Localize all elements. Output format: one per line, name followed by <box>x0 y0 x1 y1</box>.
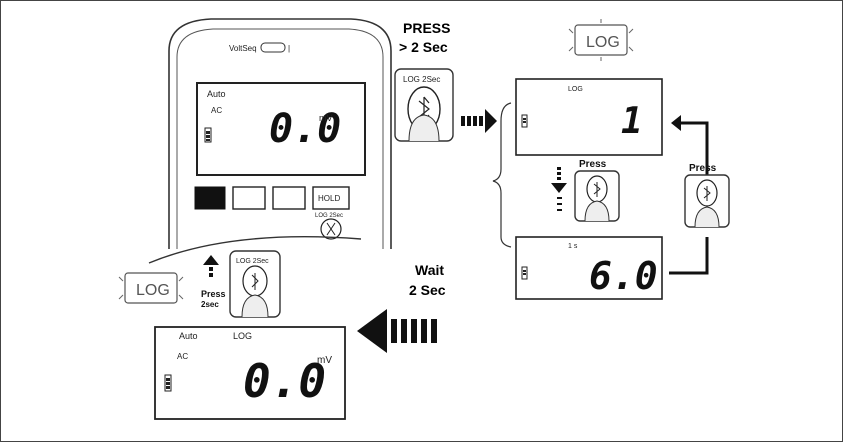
press-instruction-line2: > 2 Sec <box>399 39 448 55</box>
bottom-button-card-label: LOG 2Sec <box>236 258 269 265</box>
final-display-log-tag: LOG <box>233 331 252 341</box>
battery-icon <box>521 114 528 128</box>
log-number-tag: LOG <box>568 86 583 93</box>
finger-icon <box>694 206 720 228</box>
step-wait: Wait 2 Sec <box>357 262 446 353</box>
finger-icon <box>584 200 610 222</box>
arrow-left-icon <box>357 309 437 353</box>
log-time-display: 1 s 6.0 <box>515 236 663 300</box>
finger-icon <box>408 114 440 142</box>
finger-icon <box>241 294 269 318</box>
step-press-long: PRESS > 2 Sec LOG 2Sec <box>394 20 454 142</box>
range-switch: VoltSeq | <box>229 42 290 53</box>
arrow-up-icon <box>203 255 219 265</box>
elbow-connector <box>669 237 709 275</box>
elbow-arrow-up-left-icon <box>671 115 709 177</box>
battery-icon <box>204 127 212 143</box>
press-side: Press <box>684 163 730 228</box>
svg-text:|: | <box>288 44 290 53</box>
press-side-label: Press <box>689 163 717 174</box>
bracket <box>492 102 512 248</box>
final-display: Auto LOG AC 0.0 mV <box>154 326 346 420</box>
main-meter: VoltSeq | Auto AC 0.0 mV HOLD LOG 2Sec <box>168 18 392 249</box>
press-middle: Press <box>551 159 620 222</box>
meter-button-3[interactable] <box>272 186 306 210</box>
press-instruction-line1: PRESS <box>403 20 450 36</box>
meter-button-2[interactable] <box>232 186 266 210</box>
log-indicator-top: LOG <box>568 19 634 61</box>
final-display-mode: Auto <box>179 331 198 341</box>
final-display-unit: mV <box>317 355 332 366</box>
press-bottom-label-2: 2sec <box>201 300 219 309</box>
arrow-right-icon <box>461 109 497 133</box>
main-meter-mode: Auto <box>207 89 226 99</box>
press-bottom-label-1: Press <box>201 289 226 299</box>
battery-icon <box>164 374 172 392</box>
bluetooth-icon <box>251 273 259 290</box>
press-bottom: Press 2sec LOG 2Sec <box>201 250 281 318</box>
zoom-arc <box>148 236 362 264</box>
log-number-display: LOG 1 <box>515 78 663 156</box>
bluetooth-icon <box>703 186 711 201</box>
main-meter-reading: 0.0 <box>269 106 341 152</box>
press-middle-label: Press <box>579 159 607 170</box>
main-meter-unit: mV <box>319 113 333 123</box>
bluetooth-icon <box>593 182 601 197</box>
final-display-ac-symbol: AC <box>177 352 188 361</box>
log-time-tag: 1 s <box>568 243 578 250</box>
arrow-down-icon <box>551 183 567 193</box>
log-indicator-top-text: LOG <box>586 34 620 51</box>
log-indicator-bottom-text: LOG <box>136 282 170 299</box>
tick-marks <box>557 197 562 211</box>
log-button-card-label: LOG 2Sec <box>403 75 440 84</box>
log-time-value: 6.0 <box>589 254 658 298</box>
log-indicator-bottom: LOG <box>118 272 184 304</box>
meter-button-1[interactable] <box>194 186 226 210</box>
log-number-value: 1 <box>621 101 643 142</box>
meter-button-hold-label: HOLD <box>318 194 340 203</box>
wait-instruction-line2: 2 Sec <box>409 282 446 298</box>
battery-icon <box>521 266 528 280</box>
meter-button-hold[interactable] <box>312 186 350 210</box>
final-display-reading: 0.0 <box>243 354 326 408</box>
main-meter-lcd <box>196 82 366 176</box>
bluetooth-icon <box>418 96 430 122</box>
meter-log-label: LOG 2Sec <box>315 213 343 219</box>
range-label: VoltSeq <box>229 44 257 53</box>
wait-instruction-line1: Wait <box>415 262 444 278</box>
main-meter-ac-symbol: AC <box>211 106 222 115</box>
main-meter-buttons: HOLD LOG 2Sec <box>194 186 350 240</box>
